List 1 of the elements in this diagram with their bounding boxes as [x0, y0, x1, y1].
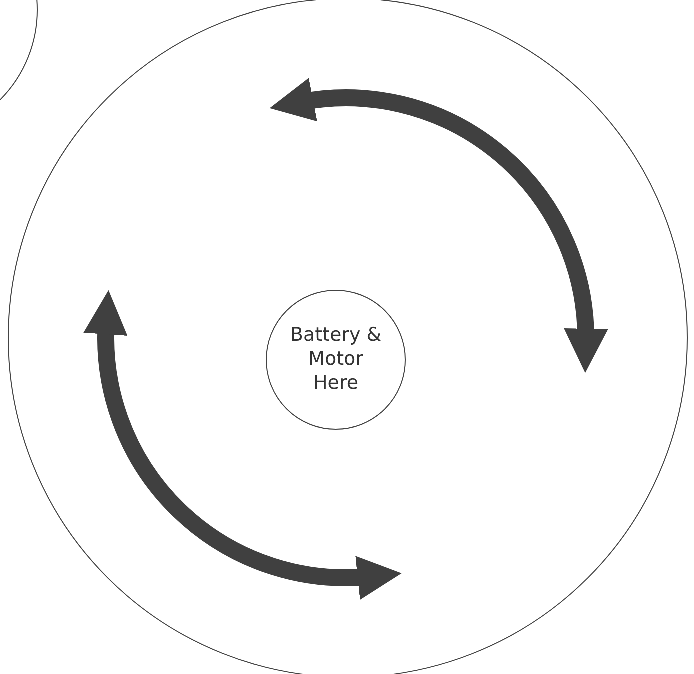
node-label: Battery & Motor Here [289, 324, 383, 396]
